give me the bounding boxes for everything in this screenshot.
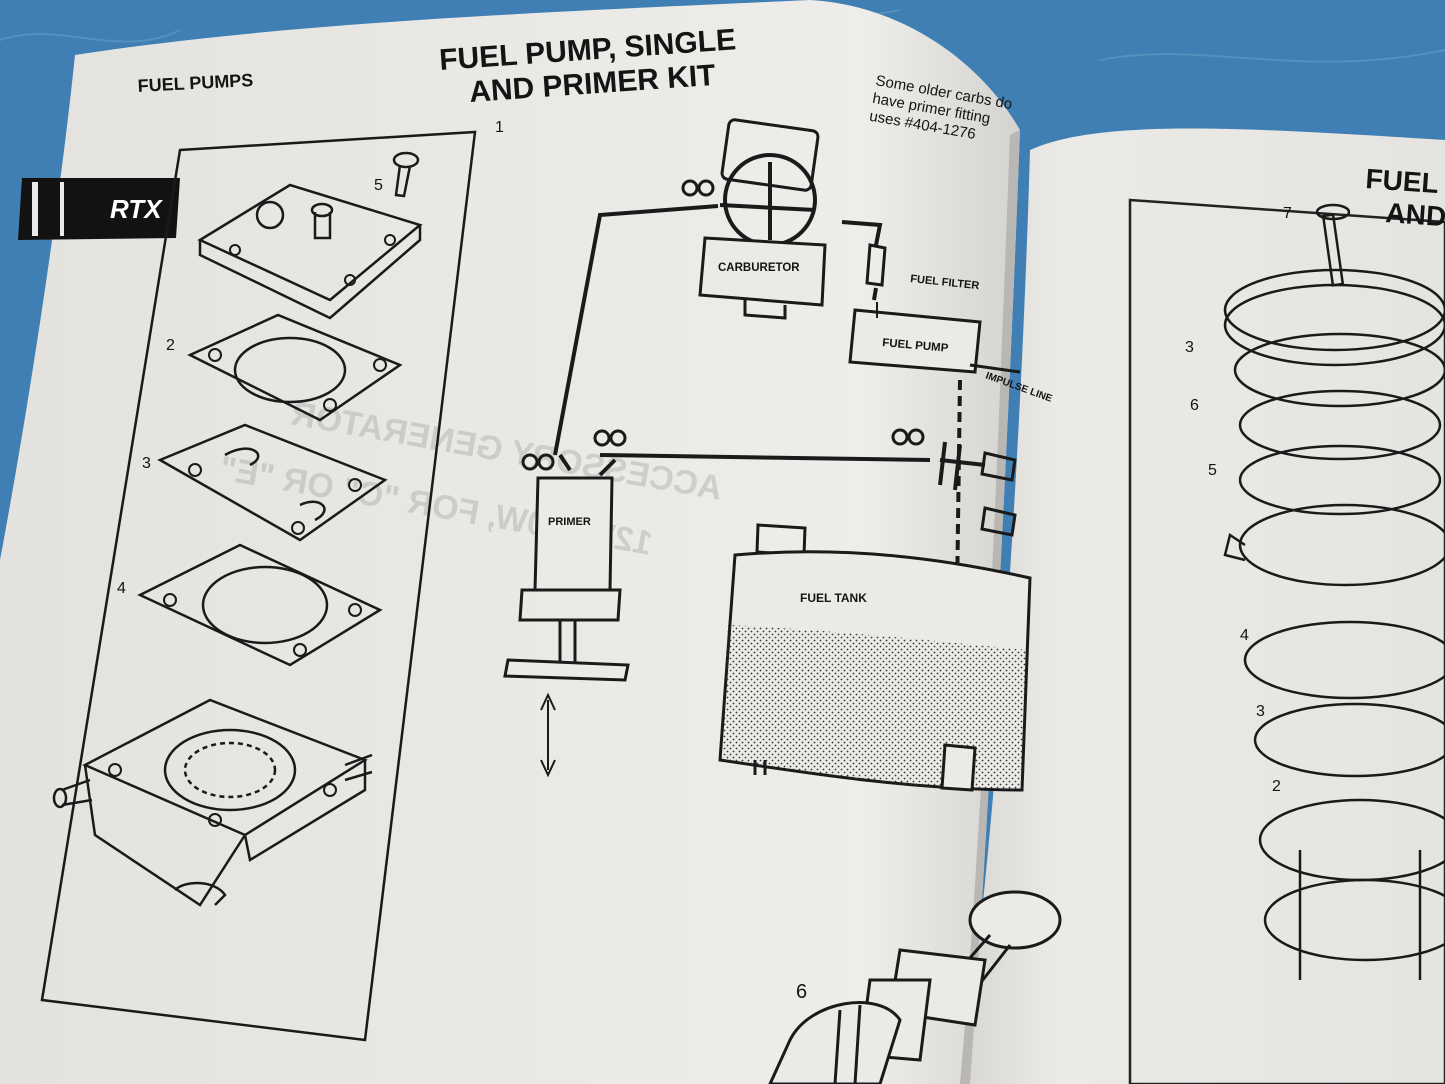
label-primer: PRIMER: [548, 516, 591, 528]
right-callout-2: 2: [1272, 778, 1281, 795]
right-title-line2: AND: [1385, 197, 1445, 232]
exploded-parts-box: 1 5 2 3 4: [40, 119, 504, 1042]
rtx-tab: RTX: [18, 178, 180, 240]
callout-2: 2: [166, 337, 175, 354]
label-carburetor: CARBURETOR: [718, 262, 800, 274]
right-pump-exploded-drawing: [1223, 203, 1445, 980]
label-fuel-tank: FUEL TANK: [800, 591, 867, 605]
right-callout-5: 5: [1208, 462, 1217, 479]
primer-valve-drawing: [768, 890, 1062, 1084]
right-callout-3a: 3: [1185, 339, 1194, 356]
callout-3: 3: [142, 455, 151, 472]
right-page: FUEL AND 7 3 6 5 4 3 2: [960, 128, 1445, 1084]
gasket-holes: [108, 234, 396, 827]
label-fuel-pump: FUEL PUMP: [882, 337, 949, 355]
callout-1: 1: [495, 119, 504, 136]
left-page: [0, 0, 1020, 1084]
callout-5: 5: [374, 177, 383, 194]
right-callout-7: 7: [1283, 205, 1292, 222]
right-callout-4: 4: [1240, 627, 1249, 644]
rtx-tab-label: RTX: [110, 194, 163, 224]
carburetor-drawing: [698, 118, 827, 320]
pump-parts-drawing: [52, 151, 423, 907]
callout-6: 6: [796, 981, 807, 1003]
right-callout-3b: 3: [1256, 703, 1265, 720]
hose-clamps: [521, 179, 925, 471]
fuel-system-schematic: [503, 118, 1032, 792]
right-title-line1: FUEL: [1365, 163, 1440, 199]
right-callout-6: 6: [1190, 397, 1199, 414]
callout-4: 4: [117, 580, 126, 597]
